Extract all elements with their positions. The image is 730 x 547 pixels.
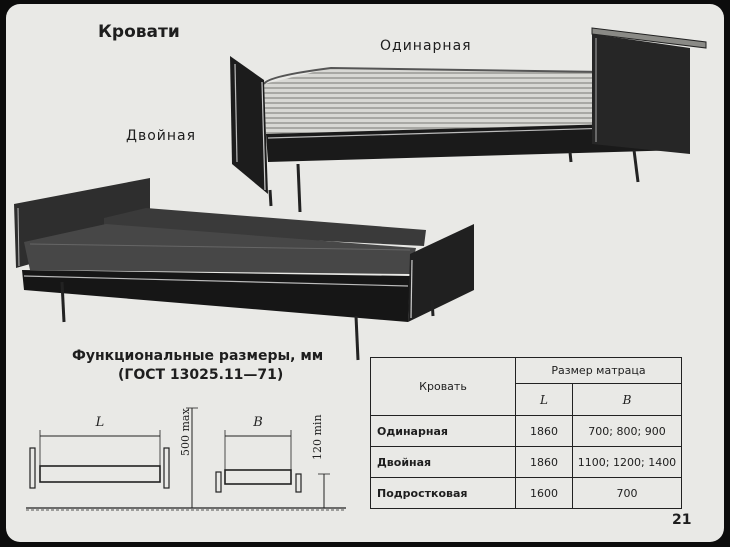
width-value: 700 (572, 477, 682, 509)
page-number: 21 (672, 512, 692, 528)
slide: Кровати Одинарная Двойная (6, 4, 724, 542)
length-value: 1860 (515, 446, 573, 478)
standard-reference: (ГОСТ 13025.11—71) (118, 367, 284, 383)
bed-name: Двойная (370, 446, 516, 478)
table-row: Одинарная 1860 700; 800; 900 (370, 415, 682, 447)
height-label: 500 max (179, 408, 192, 456)
bed-illustrations: L B 500 max 120 min (14, 27, 707, 511)
table-row: Двойная 1860 1100; 1200; 1400 (370, 446, 682, 478)
clearance-label: 120 min (311, 414, 324, 460)
double-bed-photo (14, 178, 474, 361)
length-value: 1600 (515, 477, 573, 509)
col-bed-header: Кровать (370, 357, 516, 416)
mattress-size-table: Кровать Размер матраца L B Одинарная 186… (370, 357, 682, 509)
col-mattress-header: Размер матраца (515, 357, 682, 384)
dimension-diagram (26, 407, 346, 511)
width-symbol: B (252, 415, 263, 430)
dimensions-heading: Функциональные размеры, мм (72, 348, 324, 364)
bed-name: Подростковая (370, 477, 516, 509)
width-value: 700; 800; 900 (572, 415, 682, 447)
single-bed-label: Одинарная (380, 38, 472, 54)
bed-name: Одинарная (370, 415, 516, 447)
length-value: 1860 (515, 415, 573, 447)
col-b-header: B (572, 383, 682, 416)
width-value: 1100; 1200; 1400 (572, 446, 682, 478)
col-l-header: L (515, 383, 573, 416)
page-title: Кровати (98, 22, 180, 42)
single-bed-photo (230, 27, 707, 213)
table-row: Подростковая 1600 700 (370, 477, 682, 509)
length-symbol: L (95, 415, 105, 430)
double-bed-label: Двойная (126, 128, 197, 144)
